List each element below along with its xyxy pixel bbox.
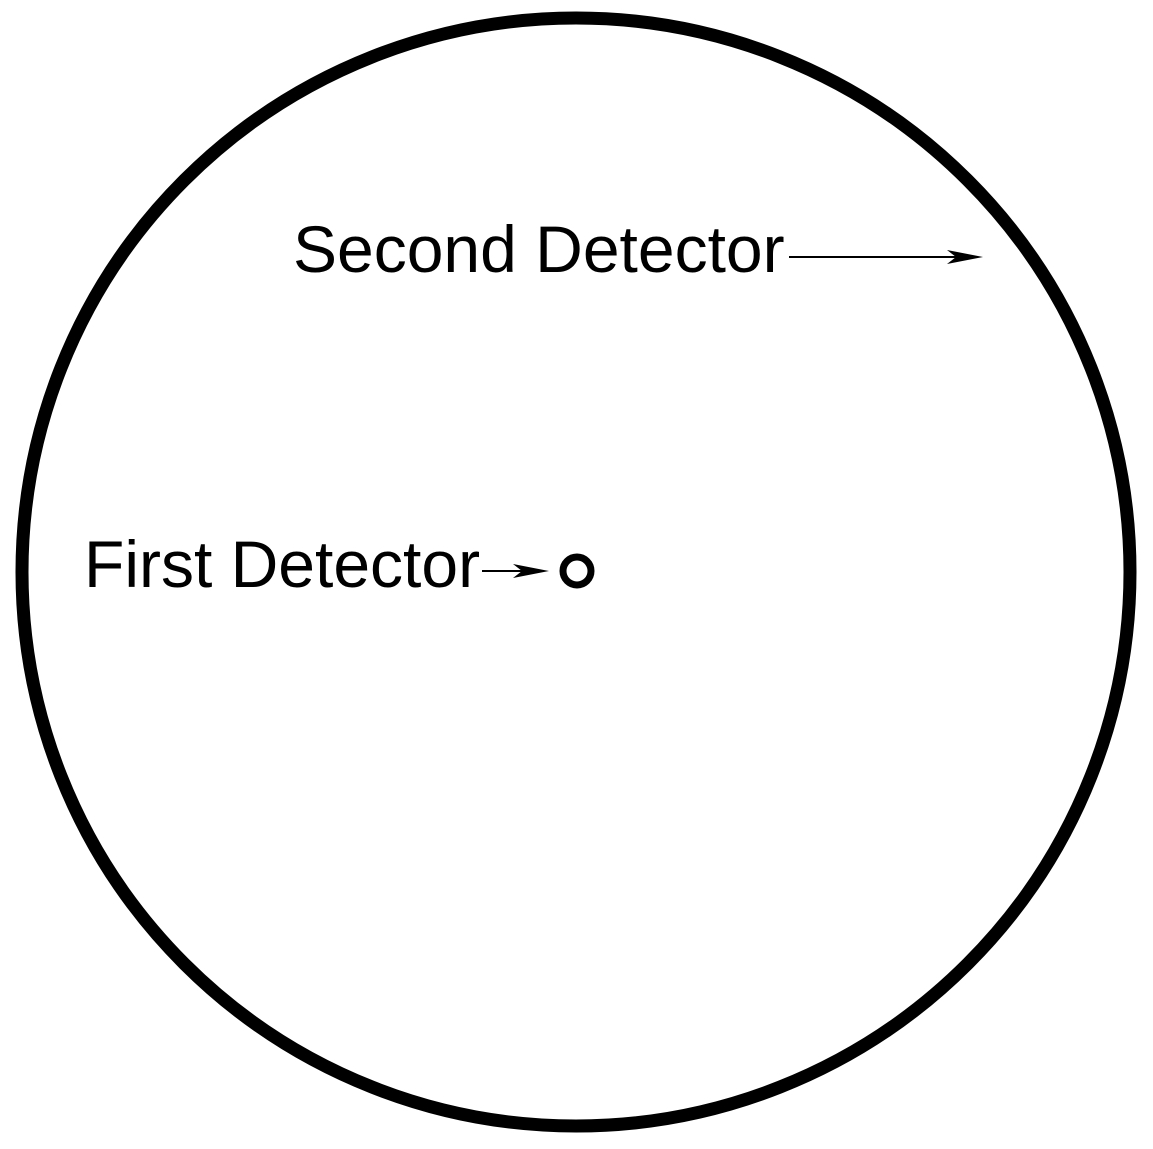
first-detector-circle: [559, 553, 595, 589]
second-detector-arrowhead: [947, 250, 983, 264]
first-detector-arrowhead: [513, 564, 549, 578]
first-detector-label: First Detector: [84, 527, 480, 601]
second-detector-label: Second Detector: [293, 212, 785, 286]
second-detector-circle: [15, 11, 1137, 1133]
